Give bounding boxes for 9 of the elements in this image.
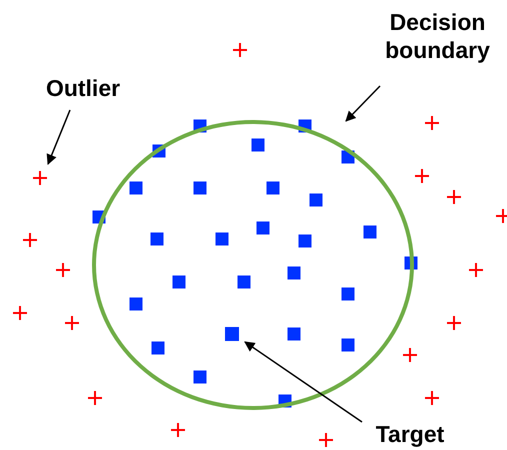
square-marker <box>225 327 239 341</box>
callout-label: Target <box>360 420 460 450</box>
leader-line <box>345 85 381 122</box>
leader-line <box>46 110 71 165</box>
callout-label: Decision boundary <box>368 8 507 70</box>
plus-marker <box>32 170 48 186</box>
boundary-circle <box>92 120 414 410</box>
callout-label: Outlier <box>28 74 138 104</box>
leader-line <box>244 341 362 423</box>
